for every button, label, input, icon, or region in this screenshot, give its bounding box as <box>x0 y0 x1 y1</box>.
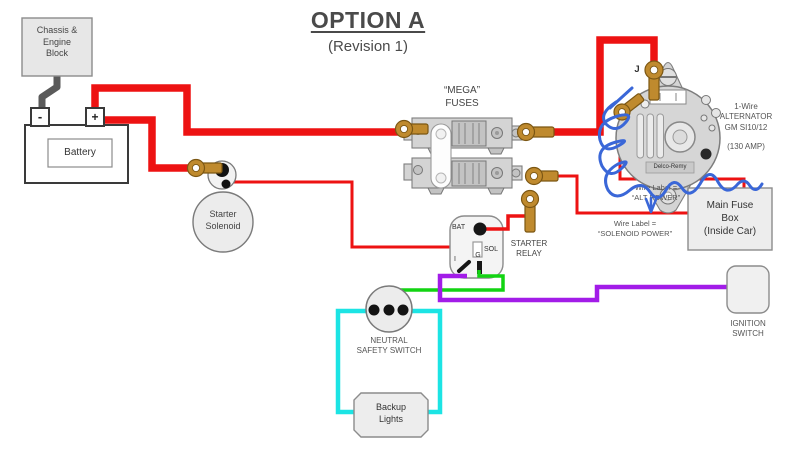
battery-negative-post <box>30 107 50 127</box>
ring-terminal-megafuse-out-top <box>516 122 555 142</box>
starter-relay-label: STARTER RELAY <box>510 239 548 259</box>
page-subtitle: (Revision 1) <box>327 38 409 55</box>
page-title: OPTION A <box>310 7 426 33</box>
alternator-description: 1-Wire ALTERNATOR GM SI10/12 <box>719 102 773 132</box>
battery-negative-label: - <box>37 109 43 124</box>
ring-terminal-relay-bat <box>520 189 540 233</box>
chassis-block-label: Chassis & Engine Block <box>36 25 78 59</box>
ring-terminal-megafuse-out-bottom <box>524 166 559 186</box>
relay-sol-label: SOL <box>484 246 499 253</box>
ring-terminal-solenoid <box>186 158 223 178</box>
battery-positive-label: + <box>91 110 99 124</box>
relay-g-label: G <box>475 252 481 259</box>
neutral-safety-switch <box>365 285 413 333</box>
wire-megafuse-to-relay-bat <box>482 214 531 231</box>
starter-relay <box>449 214 531 279</box>
chassis-block-box <box>21 17 93 77</box>
relay-i-label: I <box>454 256 456 263</box>
wire-solenoid-to-relay <box>228 180 455 249</box>
ignition-switch-label: IGNITION SWITCH <box>730 319 766 339</box>
ignition-switch-box <box>726 265 770 314</box>
main-fuse-box-label: Main Fuse Box (Inside Car) <box>703 200 757 237</box>
relay-bat-label: BAT <box>452 224 466 231</box>
alternator-rating: (130 AMP) <box>727 142 765 151</box>
relay-g-terminal <box>477 261 482 274</box>
relay-i-terminal <box>457 260 471 273</box>
mega-fuses-label: “MEGA” FUSES <box>443 85 481 109</box>
ring-terminal-megafuse-in <box>394 119 429 139</box>
wire-label-solenoid-power: Wire Label = “SOLENOID POWER” <box>597 219 673 238</box>
starter-solenoid-label: Starter Solenoid <box>205 209 241 231</box>
ground-wire <box>38 72 61 112</box>
mega-fuse-bottom <box>403 157 523 195</box>
alternator-brand-label: Delco-Remy <box>653 164 687 170</box>
wire-battery-to-solenoid <box>100 116 196 172</box>
alternator-j-label: J <box>634 64 640 75</box>
ring-terminal-alternator-j <box>644 60 664 101</box>
wire-megafuse-to-alternator <box>552 36 658 136</box>
relay-sol-terminal <box>472 241 483 258</box>
backup-lights-box <box>353 392 429 438</box>
wire-label-alt-power: Wire Label = “ALT POWER” <box>631 183 681 202</box>
battery-positive-post <box>85 107 105 127</box>
battery <box>24 107 129 184</box>
backup-lights-label: Backup Lights <box>375 402 407 424</box>
wire-battery-to-megafuse <box>91 84 400 136</box>
wire-relay-to-ignition <box>437 273 729 303</box>
relay-bat-terminal <box>473 222 487 236</box>
neutral-safety-switch-label: NEUTRAL SAFETY SWITCH <box>356 336 422 356</box>
mega-fuse-busbar <box>430 123 452 189</box>
battery-label: Battery <box>64 147 96 158</box>
wire-solenoid-power <box>556 174 690 215</box>
